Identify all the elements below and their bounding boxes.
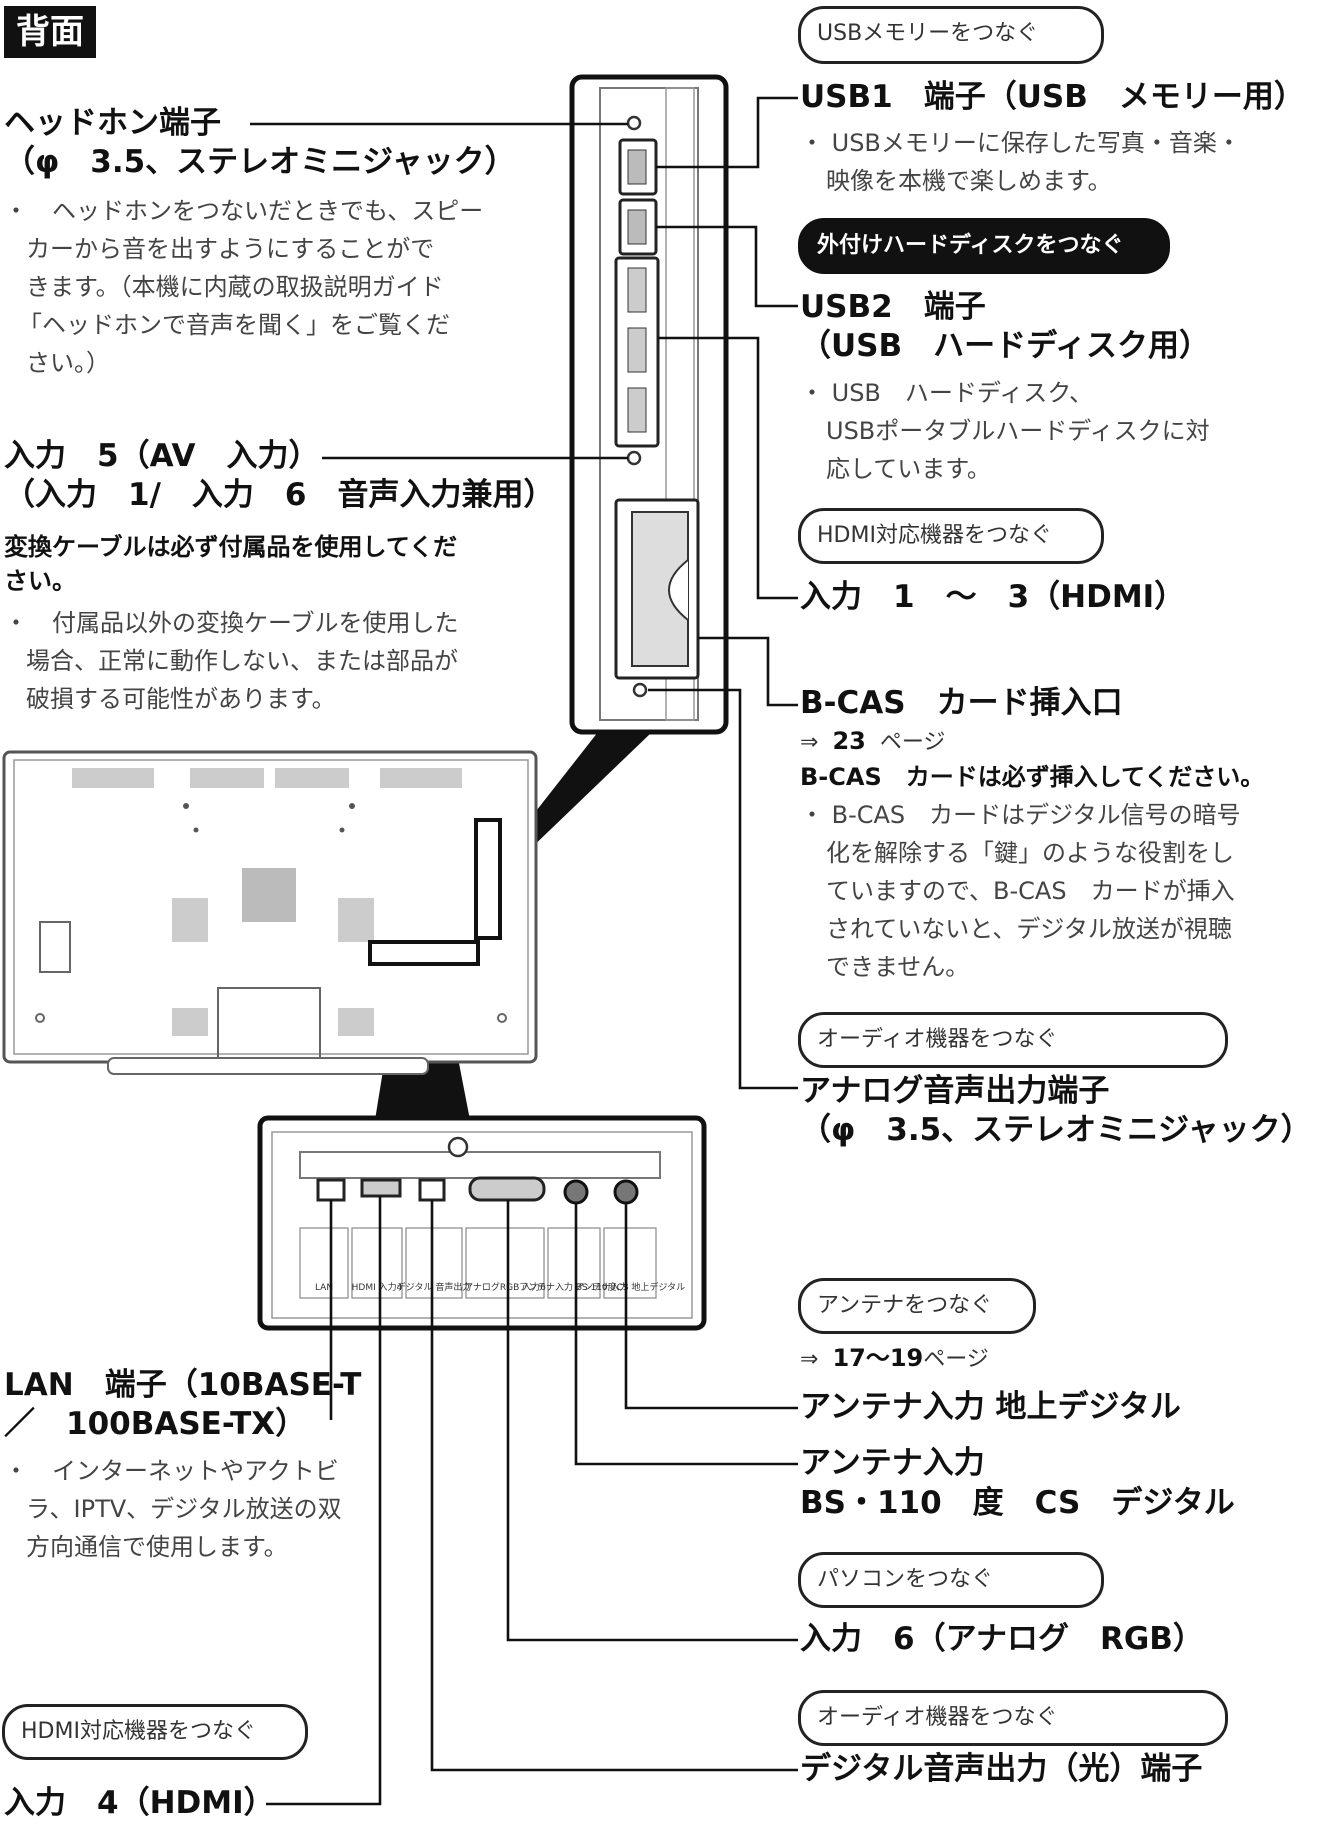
pc-pill: パソコンをつなぐ — [798, 1552, 1104, 1608]
bcas-description: ・ B-CAS カードはデジタル信号の暗号 化を解除する「鍵」のような役割をし … — [800, 796, 1241, 986]
lan-title: LAN 端子（10BASE-T — [4, 1367, 362, 1403]
antenna-bs-port — [563, 1179, 589, 1205]
hdmi-pill-left: HDMI対応機器をつなぐ — [2, 1704, 308, 1760]
desc-line: 化を解除する「鍵」のような役割をし — [826, 839, 1234, 867]
ref-page: 23 — [832, 727, 866, 755]
desc-line: されていないと、デジタル放送が視聴 — [826, 915, 1232, 943]
analog-out-subtitle: （φ 3.5、ステレオミニジャック） — [800, 1112, 1312, 1148]
desc-line: 映像を本機で楽しめます。 — [826, 167, 1112, 195]
analog-audio-jack — [632, 682, 648, 698]
desc-line: 方向通信で使用します。 — [26, 1533, 288, 1561]
bcas-title: B-CAS カード挿入口 — [800, 685, 1123, 721]
antenna-pill: アンテナをつなぐ — [798, 1278, 1036, 1334]
panel-label-lan: LAN — [315, 1283, 333, 1293]
desc-line: きます。（本機に内蔵の取扱説明ガイド — [26, 273, 444, 301]
leader-lines — [250, 96, 798, 1806]
desc-line: 「ヘッドホンで音声を聞く」をご覧くだ — [18, 311, 450, 339]
bcas-note: B-CAS カードは必ず挿入してください。 — [800, 763, 1265, 791]
usb2-title: USB2 端子 — [800, 289, 986, 325]
desc-line: ・ USB ハードディスク、 — [800, 379, 1094, 407]
note-line: さい。 — [4, 567, 76, 595]
antenna-bs-title: アンテナ入力 — [800, 1445, 985, 1481]
desc-line: ・ B-CAS カードはデジタル信号の暗号 — [800, 801, 1241, 829]
panel-label-antenna-bs: アンテナ入力 BS·110度CS — [519, 1281, 629, 1293]
lan-description: ・ インターネットやアクトビ ラ、IPTV、デジタル放送の双 方向通信で使用しま… — [4, 1452, 342, 1566]
antenna-bs-subtitle: BS・110 度 CS デジタル — [800, 1485, 1235, 1521]
tv-rear-view — [2, 750, 538, 1075]
input6-title: 入力 6（アナログ RGB） — [800, 1621, 1204, 1657]
desc-line: できません。 — [826, 953, 970, 981]
usb-memory-pill: USBメモリーをつなぐ — [798, 6, 1104, 64]
analog-out-title: アナログ音声出力端子 — [800, 1073, 1110, 1109]
note-line: 変換ケーブルは必ず付属品を使用してくだ — [4, 533, 458, 561]
ref-arrow: ⇒ — [800, 730, 819, 755]
antenna-terrestrial-port — [613, 1179, 639, 1205]
bcas-page-ref: ⇒ 23 ページ — [800, 724, 945, 756]
ref-suffix: ページ — [879, 730, 946, 755]
desc-line: さい。） — [26, 349, 110, 377]
desc-line: カーから音を出すようにすることがで — [26, 235, 435, 263]
optical-port — [418, 1178, 446, 1202]
bottom-terminal-panel: LAN HDMI 入力4 デジタル 音声出力 アナログRGB 入力6 アンテナ入… — [257, 1115, 707, 1331]
input5-title: 入力 5（AV 入力） — [4, 438, 320, 474]
ref-suffix: ページ — [923, 1347, 989, 1372]
desc-line: 応しています。 — [826, 455, 991, 483]
antenna-page-ref: ⇒ 17～19ページ — [800, 1338, 989, 1373]
headphone-description: ・ ヘッドホンをつないだときでも、スピー カーから音を出すようにすることがで き… — [4, 192, 483, 382]
section-title: 背面 — [4, 6, 96, 58]
desc-line: ・ インターネットやアクトビ — [4, 1457, 339, 1485]
lan-subtitle: ／ 100BASE-TX） — [4, 1406, 307, 1442]
usb1-description: ・ USBメモリーに保存した写真・音楽・ 映像を本機で楽しめます。 — [800, 124, 1241, 200]
digital-out-title: デジタル音声出力（光）端子 — [800, 1751, 1203, 1787]
desc-line: ていますので、B-CAS カードが挿入 — [826, 877, 1235, 905]
usb1-title: USB1 端子（USB メモリー用） — [800, 79, 1305, 115]
desc-line: ラ、IPTV、デジタル放送の双 — [26, 1495, 342, 1523]
input5-note: 変換ケーブルは必ず付属品を使用してくだ さい。 — [4, 530, 457, 598]
headphone-subtitle: （φ 3.5、ステレオミニジャック） — [4, 144, 516, 180]
hdmi-1-3-title: 入力 1 ～ 3（HDMI） — [800, 579, 1186, 615]
headphone-title: ヘッドホン端子 — [4, 105, 221, 141]
hdmi-4-port — [360, 1178, 402, 1198]
panel-label-hdmi4: HDMI 入力4 — [352, 1281, 403, 1293]
panel-label-antenna-terrestrial: アンテナ入力 地上デジタル — [575, 1281, 685, 1293]
usb2-description: ・ USB ハードディスク、 USBポータブルハードディスクに対 応しています。 — [800, 374, 1210, 488]
antenna-terrestrial-title: アンテナ入力 地上デジタル — [800, 1389, 1181, 1425]
audio-pill-1: オーディオ機器をつなぐ — [798, 1012, 1228, 1068]
desc-line: 破損する可能性があります。 — [26, 685, 336, 713]
panel-label-rgb: アナログRGB 入力6 — [464, 1281, 546, 1293]
hdmi-4-title: 入力 4（HDMI） — [4, 1785, 275, 1821]
hdmi-pill-right: HDMI対応機器をつなぐ — [798, 508, 1104, 564]
side-terminal-panel — [569, 74, 729, 735]
audio-pill-2: オーディオ機器をつなぐ — [798, 1690, 1228, 1746]
lan-port — [316, 1178, 346, 1202]
panel-label-optical: デジタル 音声出力 — [397, 1281, 472, 1293]
input5-description: ・ 付属品以外の変換ケーブルを使用した 場合、正常に動作しない、または部品が 破… — [4, 604, 459, 718]
desc-line: ・ 付属品以外の変換ケーブルを使用した — [4, 609, 459, 637]
desc-line: 場合、正常に動作しない、または部品が — [26, 647, 458, 675]
rgb-port — [468, 1176, 546, 1202]
ref-arrow: ⇒ — [800, 1347, 819, 1372]
desc-line: ・ USBメモリーに保存した写真・音楽・ — [800, 129, 1241, 157]
desc-line: USBポータブルハードディスクに対 — [826, 417, 1210, 445]
hdd-pill: 外付けハードディスクをつなぐ — [798, 218, 1170, 274]
input5-subtitle: （入力 1/ 入力 6 音声入力兼用） — [4, 477, 555, 513]
ref-page: 17～19 — [832, 1344, 924, 1372]
usb2-subtitle: （USB ハードディスク用） — [800, 328, 1210, 364]
desc-line: ・ ヘッドホンをつないだときでも、スピー — [4, 197, 484, 225]
